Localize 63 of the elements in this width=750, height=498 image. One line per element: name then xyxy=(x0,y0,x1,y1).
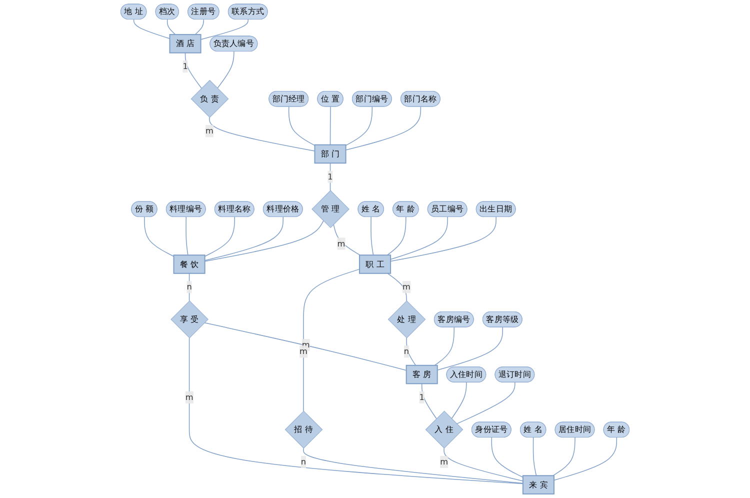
connector xyxy=(451,382,467,420)
node-box: 酒 店 xyxy=(169,34,202,54)
connector xyxy=(333,224,360,256)
connector xyxy=(330,106,331,146)
node-diamond: 享 受 xyxy=(170,300,208,338)
edge-label: m xyxy=(337,238,346,248)
connector xyxy=(491,437,524,478)
connector xyxy=(184,52,202,89)
node-diamond: 管 理 xyxy=(312,190,350,228)
connector xyxy=(188,338,524,484)
edge-label: n xyxy=(300,456,306,467)
node-diamond: 处 理 xyxy=(388,300,426,338)
edge-label: 1 xyxy=(182,61,188,72)
connector xyxy=(554,437,618,481)
connector xyxy=(421,383,437,420)
node-diamond: 招 待 xyxy=(284,410,323,449)
connector xyxy=(303,268,360,412)
connector xyxy=(387,273,407,302)
connector xyxy=(288,106,316,146)
connector xyxy=(303,448,524,484)
edge-label: n xyxy=(404,346,410,356)
connector xyxy=(209,117,316,152)
connector xyxy=(437,326,504,370)
node-diamond: 负 责 xyxy=(190,80,229,118)
connector xyxy=(345,106,422,150)
edge-label: 1 xyxy=(419,392,424,402)
connector xyxy=(200,19,248,40)
connector xyxy=(370,216,374,256)
connector xyxy=(345,106,373,146)
edge-label: m xyxy=(185,392,194,402)
node-box: 餐 饮 xyxy=(173,254,206,274)
connector xyxy=(390,216,496,262)
connector xyxy=(144,216,174,257)
node-box: 职 工 xyxy=(359,254,392,274)
node-box: 来 宾 xyxy=(522,475,554,494)
connector xyxy=(434,326,455,366)
connector xyxy=(390,216,448,260)
connector xyxy=(194,19,204,35)
connector xyxy=(204,322,407,371)
edge-label: m xyxy=(402,282,410,292)
connector xyxy=(166,19,176,35)
edge-label: m xyxy=(440,456,448,467)
connector xyxy=(133,19,170,40)
connector xyxy=(188,273,190,302)
edge-label: m xyxy=(302,340,310,350)
node-diamond: 入 住 xyxy=(425,410,464,449)
connector xyxy=(552,437,576,476)
edge-label: m xyxy=(206,126,214,136)
connector xyxy=(444,448,524,482)
connector xyxy=(204,216,284,261)
connector xyxy=(406,338,416,366)
edge-label: m xyxy=(300,346,308,356)
connector xyxy=(532,437,537,476)
connector xyxy=(217,51,234,89)
connector xyxy=(204,216,235,257)
node-box: 客 房 xyxy=(406,364,438,384)
connector xyxy=(186,216,188,256)
connector xyxy=(386,216,406,256)
edge-label: n xyxy=(186,282,192,292)
connector xyxy=(456,382,516,424)
connector xyxy=(204,220,324,262)
edge-label: 1 xyxy=(328,172,333,182)
node-box: 部 门 xyxy=(314,144,346,164)
